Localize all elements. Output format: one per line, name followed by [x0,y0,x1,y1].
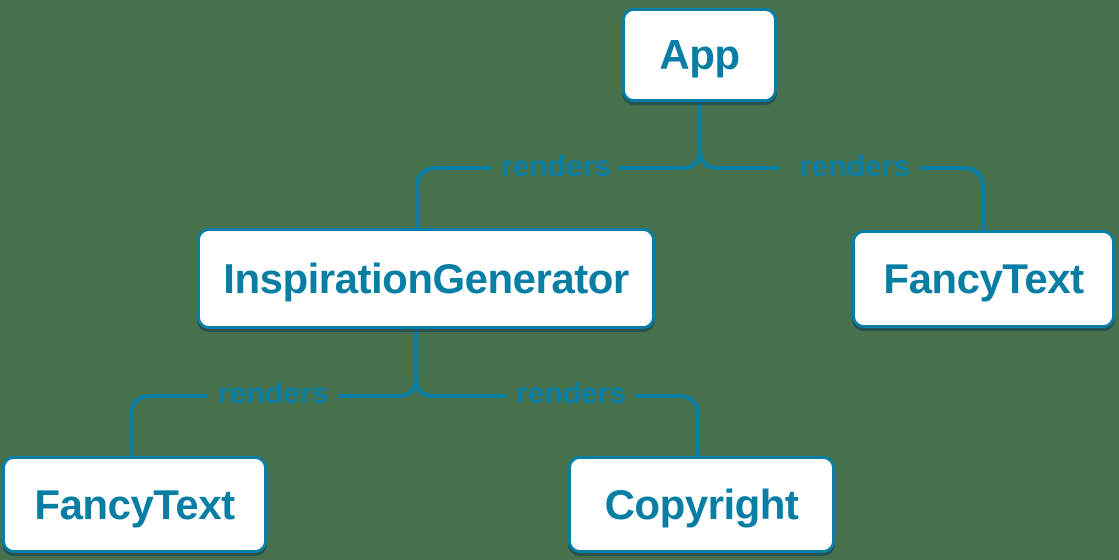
edge-label-renders-app-fancytext: renders [793,150,917,184]
node-fancytext-top-label: FancyText [883,255,1084,302]
edge-inspirationgenerator-to-fancytext-stem [338,329,418,398]
node-app-label: App [659,31,740,78]
edge-app-to-inspirationgenerator-stem [618,100,702,170]
node-app: App [622,8,777,102]
node-inspiration-generator: InspirationGenerator [197,228,655,329]
edge-label-renders-inspirationgenerator-fancytext: renders [211,377,335,411]
edge-inspirationgenerator-to-copyright-stem [414,329,507,398]
edge-app-to-inspirationgenerator-elbow [415,166,492,228]
edge-app-to-fancytext-stem [698,100,780,170]
node-fancytext-bottom-label: FancyText [34,480,235,528]
edge-inspirationgenerator-to-copyright-elbow [635,394,700,456]
node-fancytext-top: FancyText [852,230,1115,328]
edge-inspirationgenerator-to-fancytext-elbow [129,394,208,456]
node-fancytext-bottom: FancyText [2,456,267,553]
edge-app-to-fancytext-elbow [920,166,985,230]
edge-label-renders-inspirationgenerator-copyright: renders [509,377,633,411]
node-copyright: Copyright [568,456,835,553]
node-copyright-label: Copyright [604,480,799,528]
node-inspiration-generator-label: InspirationGenerator [223,254,629,302]
edge-label-renders-app-inspirationgenerator: renders [494,150,618,184]
